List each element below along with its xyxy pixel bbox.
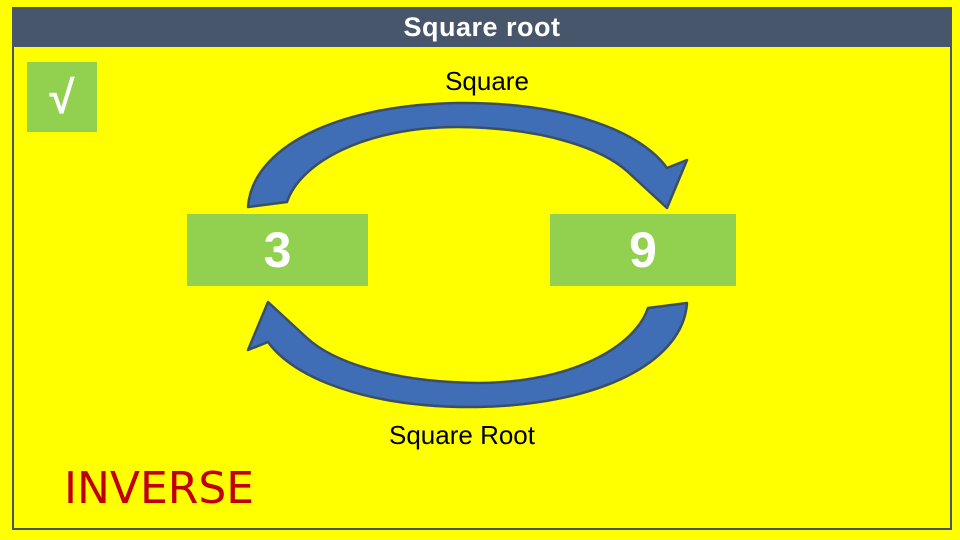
value-box-3: 3 [187,214,368,286]
square-root-arrow-icon [246,300,689,409]
slide-header-bar: Square root [12,7,952,47]
square-arrow-icon [246,101,689,210]
square-label: Square [445,66,529,96]
slide-title: Square root [403,11,561,42]
value-box-9: 9 [550,214,736,286]
sqrt-symbol-box: √ [27,62,97,132]
sqrt-icon: √ [49,71,75,123]
value-9: 9 [629,222,657,278]
value-3: 3 [263,222,292,278]
square-root-label: Square Root [389,420,535,450]
inverse-label: INVERSE [64,463,255,514]
